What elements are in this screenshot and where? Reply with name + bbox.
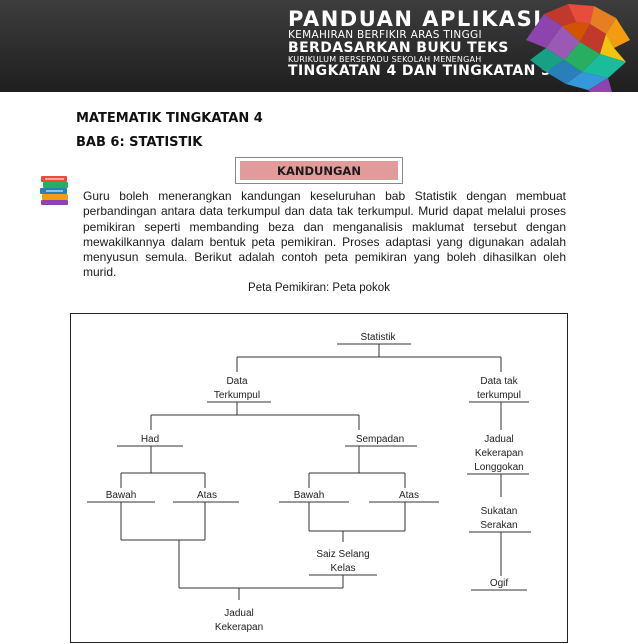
books-icon (40, 176, 68, 205)
banner-text: PANDUAN APLIKASI KEMAHIRAN BERFIKIR ARAS… (288, 8, 551, 78)
node-data-terkumpul-line2: Terkumpul (214, 390, 260, 401)
node-saiz-selang-kelas-line2: Kelas (330, 563, 355, 574)
tree-map: Statistik Data Terkumpul Data tak terkum… (87, 332, 531, 633)
node-jadual-kekerapan-line2: Kekerapan (215, 622, 263, 633)
banner-title: PANDUAN APLIKASI (288, 7, 543, 31)
banner-line-1: KEMAHIRAN BERFIKIR ARAS TINGGI (288, 29, 482, 41)
node-data-terkumpul-line1: Data (226, 376, 248, 387)
node-had-atas: Atas (197, 490, 217, 501)
section-label-box: KANDUNGAN (235, 157, 403, 184)
banner-line-2: BERDASARKAN BUKU TEKS (288, 40, 509, 56)
node-data-tak-terkumpul-line1: Data tak (480, 376, 518, 387)
brain-logo-icon (526, 4, 630, 92)
node-sukatan-serakan-line2: Serakan (480, 520, 517, 531)
banner-line-3: KURIKULUM BERSEPADU SEKOLAH MENENGAH (288, 55, 482, 64)
node-statistik: Statistik (360, 332, 396, 343)
node-ogif: Ogif (490, 578, 509, 589)
diagram-caption: Peta Pemikiran: Peta pokok (248, 282, 390, 294)
chapter-heading: BAB 6: STATISTIK (76, 135, 203, 150)
node-sempadan-atas: Atas (399, 490, 419, 501)
node-jadual-kekerapan-longgokan-line3: Longgokan (474, 462, 524, 473)
node-data-tak-terkumpul-line2: terkumpul (477, 390, 521, 401)
node-sempadan-bawah: Bawah (294, 490, 325, 501)
node-sukatan-serakan-line1: Sukatan (481, 506, 518, 517)
section-label: KANDUNGAN (240, 161, 398, 180)
header-banner: PANDUAN APLIKASI KEMAHIRAN BERFIKIR ARAS… (0, 0, 638, 92)
node-had: Had (141, 434, 159, 445)
banner-line-4: TINGKATAN 4 DAN TINGKATAN 5 (288, 63, 552, 79)
intro-paragraph: Guru boleh menerangkan kandungan keselur… (83, 189, 566, 280)
subject-heading: MATEMATIK TINGKATAN 4 (76, 111, 263, 126)
node-jadual-kekerapan-longgokan-line1: Jadual (484, 434, 513, 445)
node-had-bawah: Bawah (106, 490, 137, 501)
node-sempadan: Sempadan (356, 434, 404, 445)
node-saiz-selang-kelas-line1: Saiz Selang (316, 549, 369, 560)
node-jadual-kekerapan-line1: Jadual (224, 608, 253, 619)
node-jadual-kekerapan-longgokan-line2: Kekerapan (475, 448, 523, 459)
tree-map-frame: Statistik Data Terkumpul Data tak terkum… (70, 313, 568, 643)
